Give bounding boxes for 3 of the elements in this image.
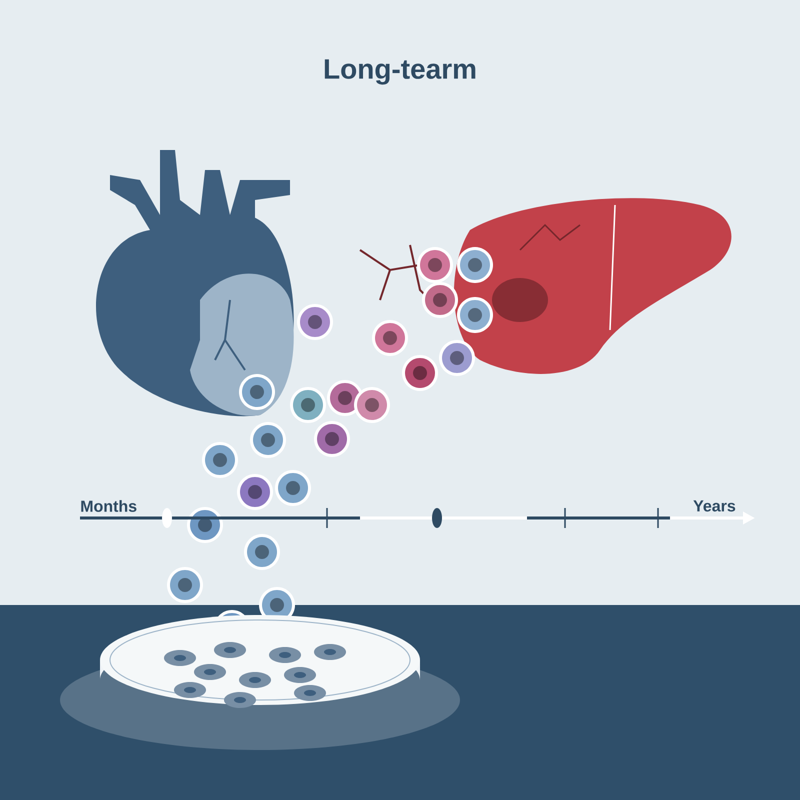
- axis-label: Years: [693, 500, 736, 512]
- title: Long-tearm: [324, 59, 476, 85]
- axis-label: Months: [81, 500, 136, 512]
